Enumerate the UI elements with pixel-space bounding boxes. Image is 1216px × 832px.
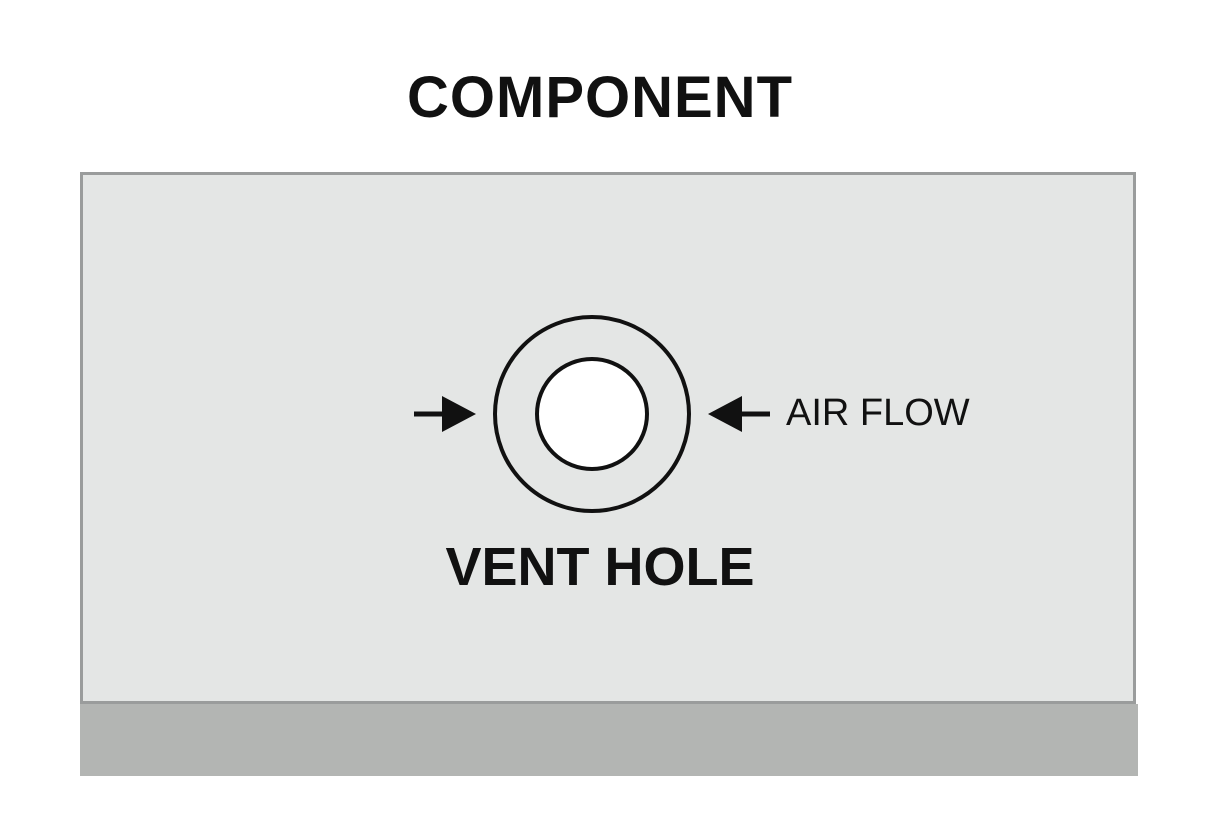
diagram-title: COMPONENT	[407, 65, 793, 130]
air-flow-label: AIR FLOW	[786, 392, 970, 434]
right-arrow-icon	[708, 396, 770, 432]
left-arrow-icon	[414, 396, 476, 432]
vent-hole-label: VENT HOLE	[445, 537, 755, 597]
component-base	[80, 704, 1138, 776]
vent-outer-ring	[493, 315, 691, 513]
vent-hole-icon	[535, 357, 649, 471]
